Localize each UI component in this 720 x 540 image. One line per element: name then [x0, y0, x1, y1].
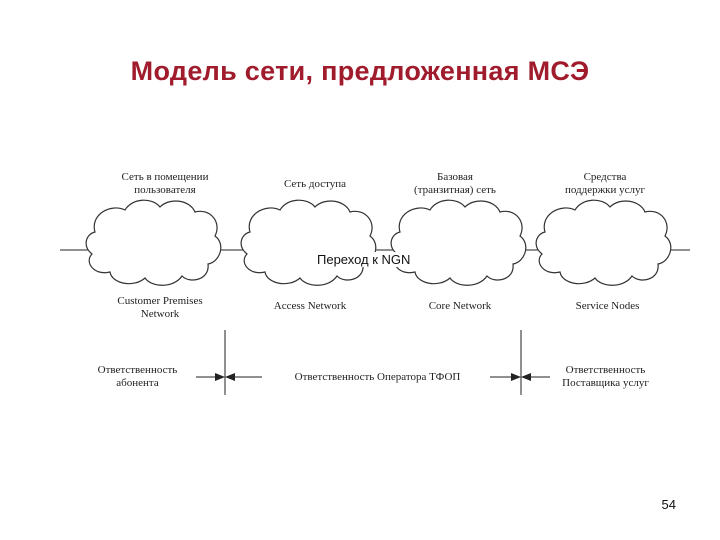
cloud-label-ru-service: Средства поддержки услуг — [564, 171, 646, 196]
cloud-label-en-customer: Customer Premises Network — [117, 295, 203, 320]
slide-title: Модель сети, предложенная МСЭ — [130, 56, 590, 86]
cloud-label-ru-core: Базовая (транзитная) сеть — [414, 171, 496, 196]
page-number: 54 — [661, 497, 676, 512]
responsibility-subscriber: Ответственность абонента — [97, 364, 178, 389]
cloud-service-nodes — [535, 199, 672, 286]
cloud-label-en-service: Service Nodes — [575, 300, 640, 312]
ngn-transition-label: Переход к NGN — [316, 252, 412, 267]
responsibility-operator: Ответственность Оператора ТФОП — [294, 371, 461, 383]
responsibility-provider: Ответственность Поставщика услуг — [562, 364, 649, 389]
cloud-label-en-core: Core Network — [428, 300, 492, 312]
cloud-label-ru-access: Сеть доступа — [283, 178, 347, 190]
cloud-access-network — [240, 199, 377, 286]
cloud-customer-premises — [85, 199, 222, 286]
cloud-label-ru-customer: Сеть в помещении пользователя — [121, 171, 209, 196]
cloud-label-en-access: Access Network — [273, 300, 347, 312]
cloud-core-network — [390, 199, 527, 286]
